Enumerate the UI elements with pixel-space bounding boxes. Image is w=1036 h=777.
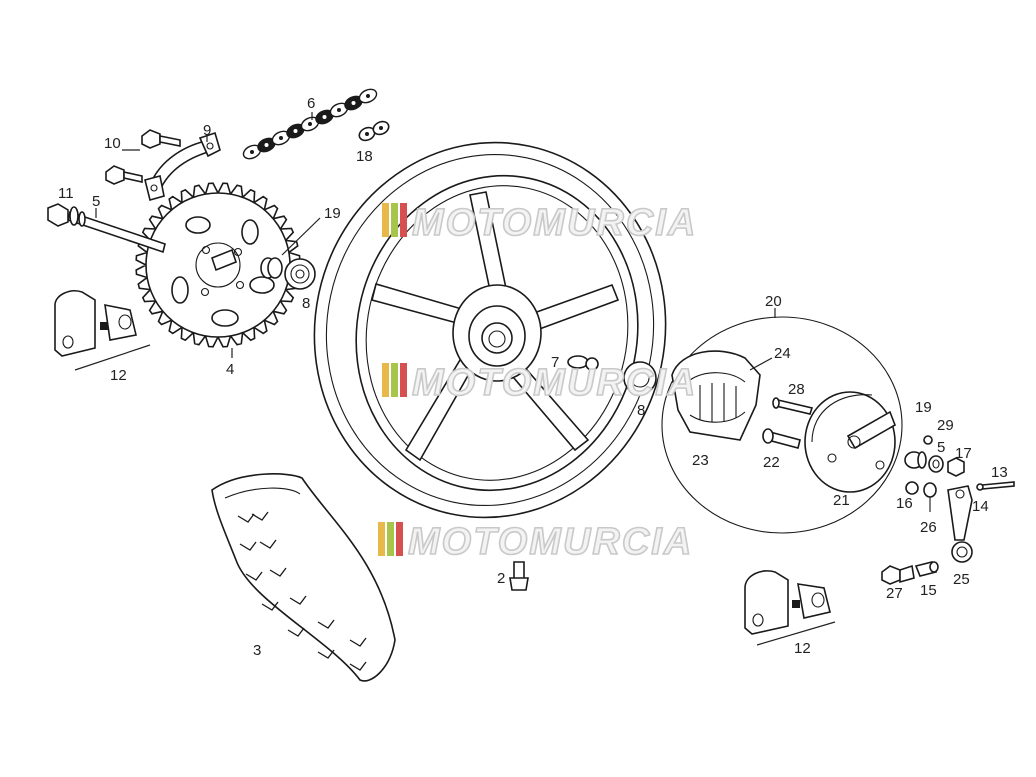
rear-axle [47,203,166,254]
callout-15: 15 [920,582,937,599]
callout-5-right: 5 [937,439,945,456]
chain-guard-bracket [144,131,221,201]
rear-wheel-rim [313,141,667,519]
spring-25 [951,541,973,563]
bracket-bolt-lower [105,165,143,185]
bearing-8 [284,258,316,290]
callout-26: 26 [920,519,937,536]
brake-assembly-group [661,316,903,534]
callout-11: 11 [58,185,74,202]
drive-chain [242,88,378,160]
brake-plate [804,391,896,493]
rear-tire [211,473,396,682]
bracket-bolt-upper [141,129,181,149]
callout-7: 7 [551,354,559,371]
callout-18: 18 [356,148,373,165]
watermark-bottom: MOTOMURCIA [378,520,693,564]
nut-27 [881,564,915,585]
rear-sprocket [135,182,301,348]
brake-bolt-28 [772,397,814,415]
callout-29: 29 [937,417,954,434]
callout-8-right: 8 [637,402,645,419]
chain-adjuster-right [744,570,831,635]
callout-19-right: 19 [915,399,932,416]
brake-cam [762,428,801,449]
washer-16 [905,481,919,495]
callout-20: 20 [765,293,782,310]
callout-22: 22 [763,454,780,471]
chain-adjuster-left [54,290,137,357]
nut-17 [947,457,965,477]
callout-24: 24 [774,345,791,362]
washer-5-right [928,455,944,473]
watermark-middle: MOTOMURCIA [382,361,697,405]
watermark-top: MOTOMURCIA [382,201,697,245]
spacer-7 [567,355,599,371]
callout-5-left: 5 [92,193,100,210]
valve-stem [509,561,529,591]
callout-21: 21 [833,492,850,509]
callout-6: 6 [307,95,315,112]
svg-text:MOTOMURCIA: MOTOMURCIA [412,362,697,404]
callout-19-left: 19 [324,205,341,222]
callout-25: 25 [953,571,970,588]
callout-28: 28 [788,381,805,398]
callout-9: 9 [203,122,211,139]
spring-26 [923,482,937,512]
callout-8-left: 8 [302,295,310,312]
brake-lever-14 [947,485,973,541]
callout-16: 16 [896,495,913,512]
callout-27: 27 [886,585,903,602]
nut-29 [923,435,933,445]
callout-14: 14 [972,498,989,515]
bearing-8-right [623,361,657,395]
chain-master-link [358,120,390,142]
callout-10: 10 [104,135,121,152]
svg-text:MOTOMURCIA: MOTOMURCIA [412,202,697,244]
spacer-19 [260,257,283,279]
callout-12-right: 12 [794,640,811,657]
callout-2: 2 [497,570,505,587]
callout-17: 17 [955,445,972,462]
callout-3: 3 [253,642,261,659]
callout-23: 23 [692,452,709,469]
callout-12-left: 12 [110,367,127,384]
pin-15 [914,561,939,577]
callout-4: 4 [226,361,234,378]
spacer-19-right [904,451,927,469]
svg-text:MOTOMURCIA: MOTOMURCIA [408,521,693,563]
bolt-13 [976,481,1015,491]
leader-lines [74,112,836,646]
callout-13: 13 [991,464,1008,481]
brake-shoe [671,350,761,441]
callout-labels: 6 18 9 10 11 5 19 8 4 12 7 8 20 24 28 23… [58,95,1008,659]
